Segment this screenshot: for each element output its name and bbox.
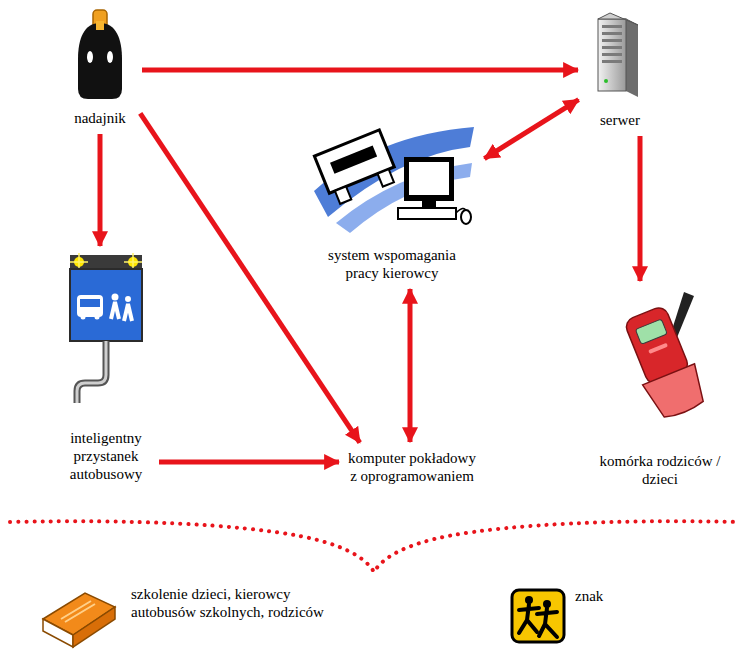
red-arrow [98,134,103,246]
icon-node: nadajnik [62,6,138,130]
drive-slot [602,60,622,63]
drive-slot [602,32,622,35]
icon-part [314,130,394,193]
tag-body [78,23,122,99]
server-front [598,19,626,91]
icon-node: serwer [582,8,658,132]
child-figure [519,604,539,633]
monitor-screen [409,162,449,195]
tag-mark [107,51,113,63]
red-arrow [159,460,339,465]
icon-part [378,169,394,186]
child-figure [537,608,557,637]
drive-slot [602,53,622,56]
monitor-stand [422,201,436,207]
node-label: komórka rodziców / dzieci [598,452,722,488]
icon-part [635,319,667,344]
icon-part [648,343,668,354]
icon-node: inteligentny przystanek autobusowy [57,250,155,486]
red-arrow [484,100,578,159]
strap-loop [96,21,104,30]
pole [77,341,106,403]
dotted-brace [10,521,740,572]
icon-part [335,186,351,203]
drive-slot [602,46,622,49]
node-label: serwer [585,111,655,129]
node-label: znak [575,587,635,605]
drive-slot [602,25,622,28]
person-body [111,302,119,319]
red-arrow [638,136,643,281]
transmitter-icon [70,9,130,101]
bus-window [80,299,100,307]
server-top [598,13,638,25]
driver-system-icon [306,113,478,238]
monitor [404,157,454,201]
sign-icon [509,587,567,645]
icon-node: system wspomagania pracy kierowcy [303,110,481,285]
tag-mark [87,51,93,63]
node-label: komputer pokładowy z oprogramowaniem [346,449,478,485]
phone-icon [614,288,706,422]
drive-slot [602,39,622,42]
book-stripe [61,601,95,622]
icon-node: szkolenie dzieci, kierowcy autobusów szk… [36,582,349,654]
icon-part [643,364,706,422]
person-body [124,304,132,321]
sign-plate [512,590,564,642]
keyboard [398,208,456,219]
server-side [626,19,638,97]
person-head [125,296,131,302]
node-label: system wspomagania pracy kierowcy [317,246,467,282]
red-arrow [142,68,578,73]
icon-node: komórka rodziców / dzieci [595,285,725,491]
book-pages [43,619,73,647]
book-icon [39,585,119,651]
bus-wheel [95,315,100,320]
node-label: inteligentny przystanek autobusowy [60,429,152,483]
node-label: szkolenie dzieci, kierowcy autobusów szk… [131,585,346,621]
node-label: nadajnik [65,109,135,127]
pole-highlight [77,341,106,403]
server-icon [592,11,648,101]
red-arrow [408,289,413,442]
server-led [604,79,608,83]
swoosh [314,127,474,217]
stop-sign [70,269,142,341]
bus-stop-icon [65,253,147,405]
bus-wheel [81,315,86,320]
printer [314,130,399,206]
icon-part [330,145,377,173]
mouse [461,210,471,224]
phone [618,303,706,422]
person-head [112,294,119,301]
icon-node: znak [506,584,638,648]
icon-node: komputer pokładowy z oprogramowaniem [343,446,481,488]
bus-pictogram [77,295,103,317]
